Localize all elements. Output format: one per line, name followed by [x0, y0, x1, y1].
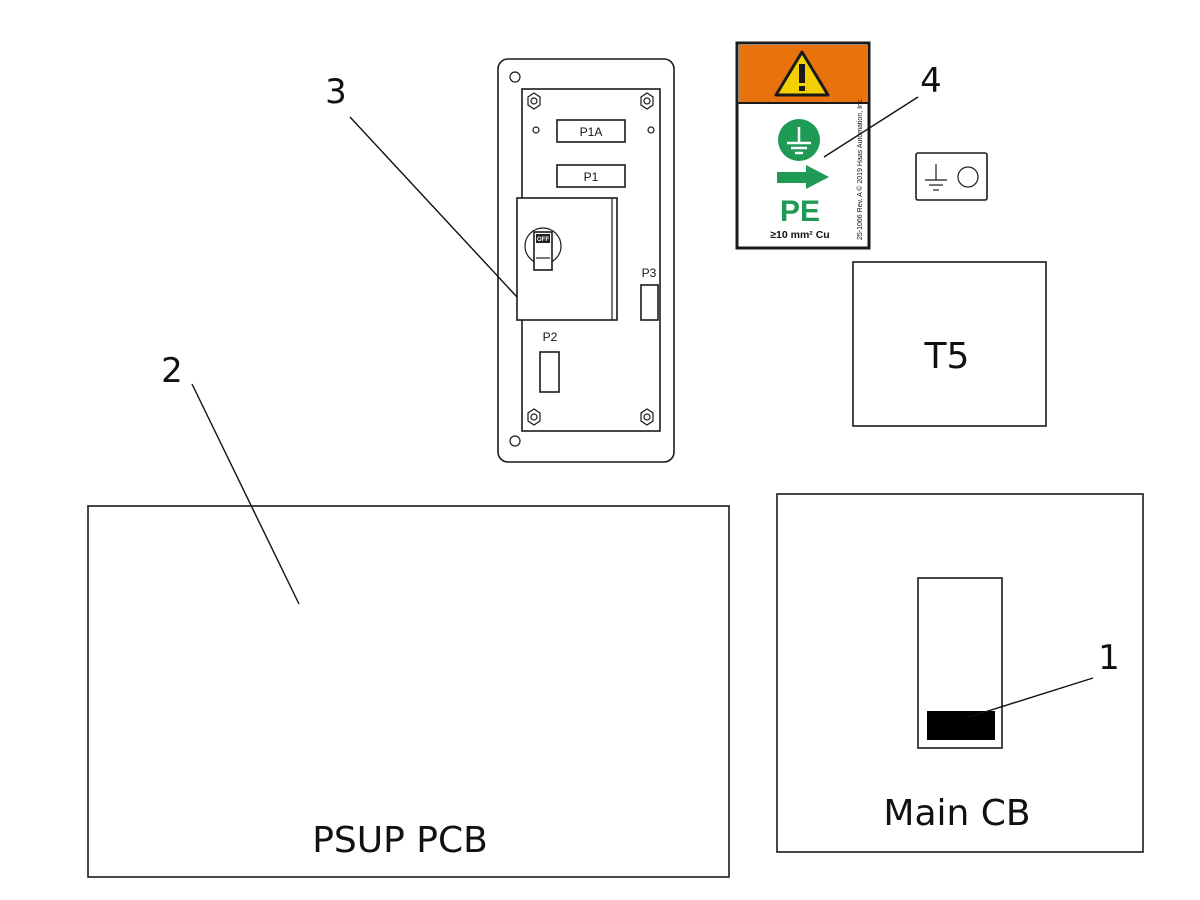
connector-p3: [640, 284, 659, 321]
connector-p2: [539, 351, 560, 393]
leader-line-3: [349, 116, 518, 298]
t5-label: T5: [924, 336, 970, 377]
conductor-spec: ≥10 mm² Cu: [770, 229, 829, 241]
pe-warning-label: PE ≥10 mm² Cu 25-1066 Rev. A © 2019 Haas…: [735, 41, 871, 250]
leader-line-4: [823, 96, 919, 158]
leader-line-1: [968, 677, 1094, 718]
callout-4: 4: [920, 61, 942, 101]
connector-p1-label: P1: [584, 170, 599, 184]
connector-p2-label: P2: [543, 330, 558, 344]
psup-pcb-label: PSUP PCB: [312, 820, 488, 861]
ground-terminal: [915, 152, 988, 201]
ground-symbol-icon: [778, 119, 820, 161]
breaker-panel: P1A P1 OFF P3 P2: [497, 58, 675, 463]
warning-triangle-icon: [774, 50, 830, 97]
mounting-nut-icon: [527, 408, 541, 426]
connector-p3-label: P3: [642, 266, 657, 280]
connector-p1: [556, 164, 626, 188]
label-part-number: 25-1066 Rev. A © 2019 Haas Automation, I…: [856, 98, 864, 240]
main-cb-label: Main CB: [883, 793, 1030, 834]
mounting-nut-icon: [640, 92, 654, 110]
ground-symbol-icon: [925, 164, 947, 191]
callout-1: 1: [1098, 638, 1120, 678]
connector-p1a-label: P1A: [580, 125, 603, 139]
mounting-nut-icon: [640, 408, 654, 426]
t5-transformer: T5: [852, 261, 1047, 427]
connector-p1a: [556, 119, 626, 143]
leader-line-2: [191, 383, 300, 605]
main-cb-box: Main CB: [776, 493, 1144, 853]
callout-2: 2: [161, 351, 183, 391]
callout-3: 3: [325, 72, 347, 112]
arrow-right-icon: [777, 165, 829, 189]
breaker-block: [516, 197, 618, 321]
terminal-circle-icon: [957, 166, 979, 188]
breaker-off-text: OFF: [537, 237, 549, 243]
psup-pcb-board: PSUP PCB: [87, 505, 730, 878]
main-cb-handle: [927, 711, 995, 740]
mounting-nut-icon: [527, 92, 541, 110]
pe-text: PE: [780, 195, 820, 228]
